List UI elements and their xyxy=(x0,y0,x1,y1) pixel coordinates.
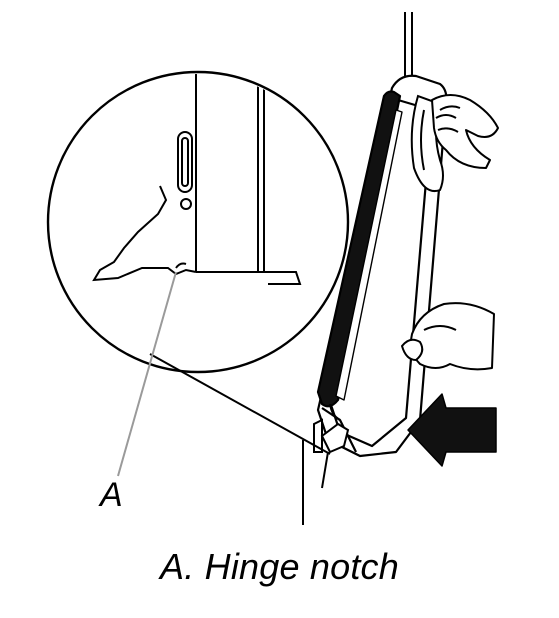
callout-leader xyxy=(117,271,177,477)
figure-caption: A. Hinge notch xyxy=(160,546,399,587)
door-hinge xyxy=(313,418,350,489)
upper-hand xyxy=(431,94,499,169)
push-arrow-icon xyxy=(407,393,497,467)
oven-door xyxy=(316,74,448,458)
magnified-detail xyxy=(46,70,350,477)
lower-hand xyxy=(401,302,495,371)
callout-letter-a: A xyxy=(98,476,123,514)
